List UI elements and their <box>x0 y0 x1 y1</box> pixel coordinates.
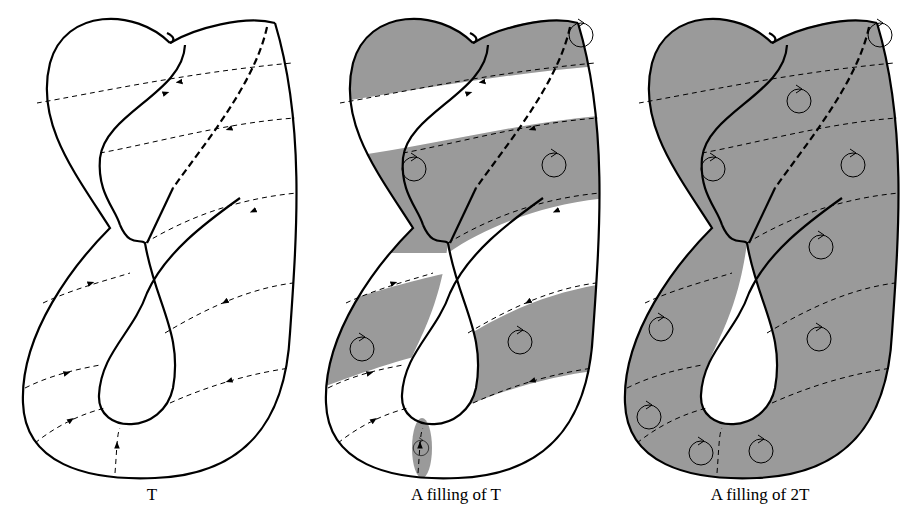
klein-bottle-filling-2t <box>607 3 902 483</box>
panel-caption: A filling of T <box>411 485 501 505</box>
panel-caption: A filling of 2T <box>711 485 810 505</box>
klein-bottle-t <box>23 19 297 478</box>
klein-bottle-filling-t <box>308 3 608 478</box>
panel-caption: T <box>147 485 157 505</box>
